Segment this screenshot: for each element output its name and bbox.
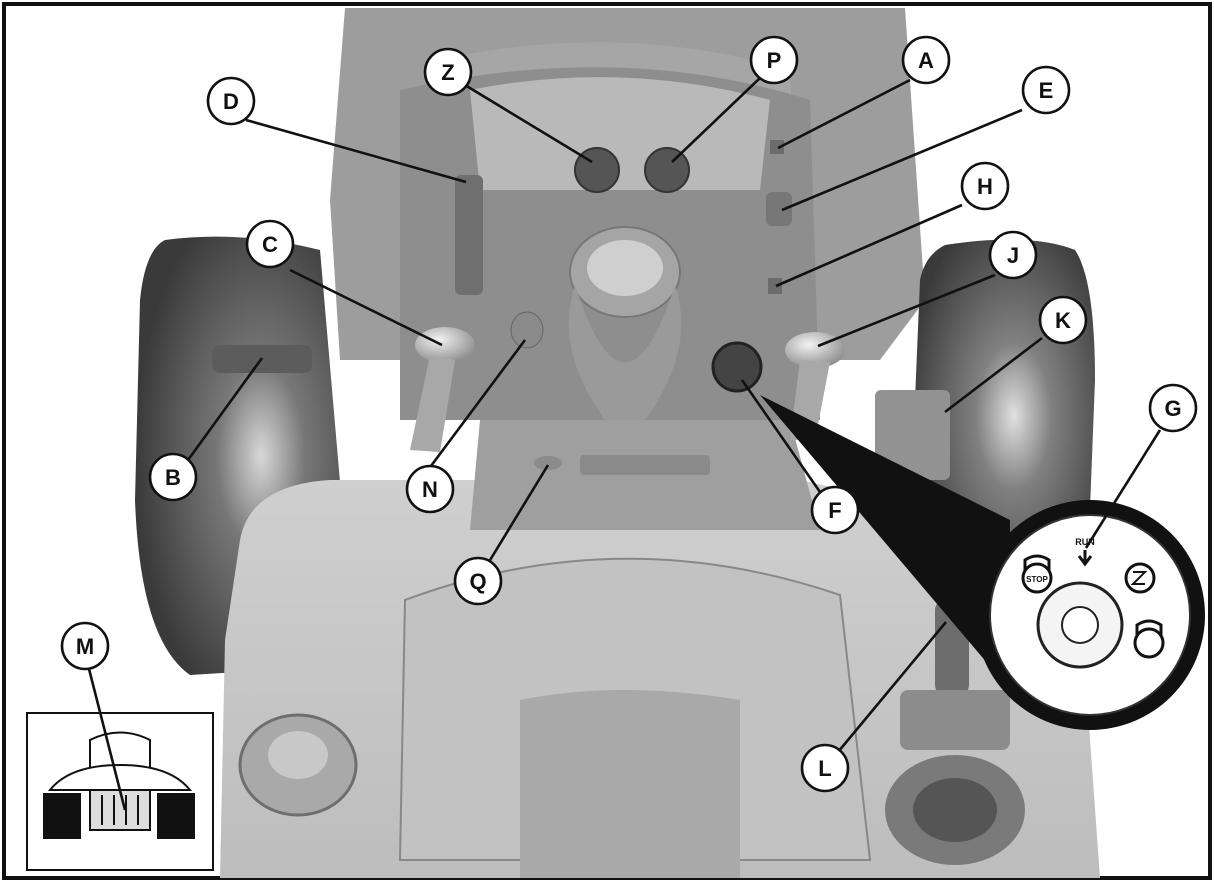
steering-hub-inner bbox=[587, 240, 663, 296]
callout-j: J bbox=[988, 230, 1038, 280]
cruise-q bbox=[534, 456, 562, 470]
steering-shaft bbox=[568, 285, 682, 445]
light-switch-e bbox=[766, 192, 792, 226]
fuel-cap-top bbox=[268, 731, 328, 779]
callout-p-label: P bbox=[767, 48, 782, 73]
start-position-icon bbox=[1133, 619, 1165, 659]
callout-b-label: B bbox=[165, 465, 181, 490]
callout-e: E bbox=[1021, 65, 1071, 115]
ignition-zoom-wedge bbox=[760, 395, 1010, 690]
callout-h: H bbox=[960, 161, 1010, 211]
callout-l-label: L bbox=[818, 756, 831, 781]
fuse-a bbox=[770, 140, 784, 154]
stop-position-icon: STOP bbox=[1021, 554, 1053, 594]
throttle-d bbox=[455, 175, 483, 295]
callout-g-label: G bbox=[1164, 396, 1181, 421]
lever-c-stem bbox=[410, 355, 455, 452]
callout-f-label: F bbox=[828, 498, 841, 523]
ignition-key-slot bbox=[1061, 606, 1099, 644]
callout-c-label: C bbox=[262, 232, 278, 257]
stop-label: STOP bbox=[1026, 575, 1048, 584]
callout-a-label: A bbox=[918, 48, 934, 73]
callout-l: L bbox=[800, 743, 850, 793]
callout-k-label: K bbox=[1055, 308, 1071, 333]
callout-g: G bbox=[1148, 383, 1198, 433]
callout-m: M bbox=[60, 621, 110, 671]
callout-z: Z bbox=[423, 47, 473, 97]
callout-q: Q bbox=[453, 556, 503, 606]
callout-a: A bbox=[901, 35, 951, 85]
ignition-f-switch bbox=[711, 341, 763, 393]
cupholder-inner bbox=[913, 778, 997, 842]
callout-h-label: H bbox=[977, 174, 993, 199]
dash-upper bbox=[470, 77, 770, 190]
callout-d: D bbox=[206, 76, 256, 126]
callout-p: P bbox=[749, 35, 799, 85]
gauge-p-indicator bbox=[644, 147, 690, 193]
callout-c: C bbox=[245, 219, 295, 269]
callout-j-label: J bbox=[1007, 243, 1019, 268]
lever-c-knob bbox=[415, 327, 475, 363]
callout-n-label: N bbox=[422, 477, 438, 502]
leader-lines bbox=[86, 77, 1162, 811]
callout-b: B bbox=[148, 452, 198, 502]
callout-f: F bbox=[810, 485, 860, 535]
dash-slot bbox=[580, 455, 710, 475]
callout-q-label: Q bbox=[469, 569, 486, 594]
callout-m-label: M bbox=[76, 634, 94, 659]
seat-recess bbox=[520, 690, 740, 878]
hour-meter-h bbox=[768, 278, 782, 294]
callout-z-label: Z bbox=[441, 60, 454, 85]
callout-e-label: E bbox=[1039, 78, 1054, 103]
run-position-icon: RUN bbox=[1075, 537, 1095, 567]
mower-control-k bbox=[875, 390, 950, 480]
choke-n-knob bbox=[510, 311, 544, 349]
lights-position-icon bbox=[1124, 562, 1156, 594]
callout-n: N bbox=[405, 464, 455, 514]
callout-d-label: D bbox=[223, 89, 239, 114]
run-label: RUN bbox=[1075, 537, 1095, 547]
lift-lever-base bbox=[900, 690, 1010, 750]
callout-k: K bbox=[1038, 295, 1088, 345]
